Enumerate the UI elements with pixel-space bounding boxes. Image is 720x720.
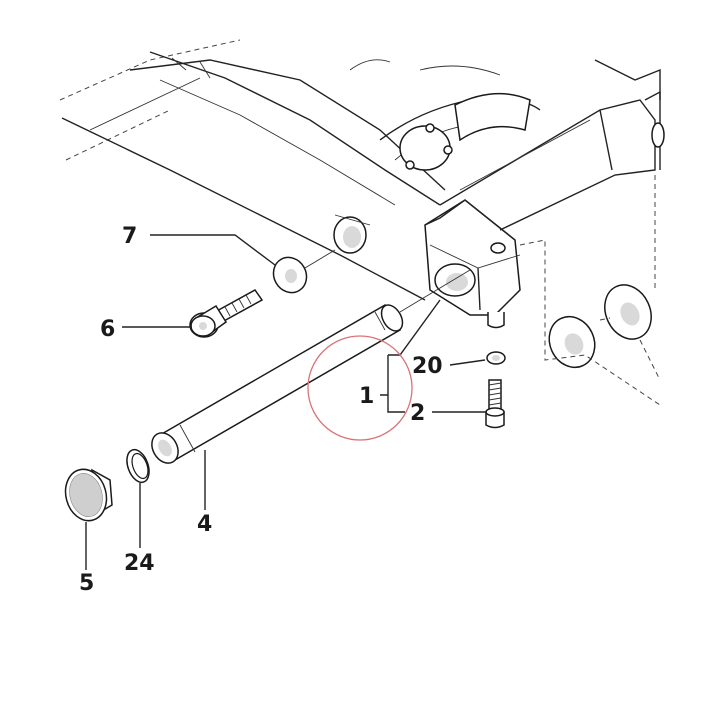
assembly-axis-right-2 bbox=[599, 317, 611, 321]
leader-7 bbox=[150, 234, 276, 266]
washer-7 bbox=[272, 256, 308, 294]
assembly-axis-right bbox=[519, 239, 661, 406]
assembly-axis-right-3 bbox=[639, 339, 661, 381]
callout-4: 4 bbox=[197, 512, 212, 537]
washer-20 bbox=[486, 351, 506, 365]
bolt-6 bbox=[189, 289, 264, 338]
callout-24: 24 bbox=[124, 551, 155, 576]
leader-lines bbox=[85, 234, 487, 570]
highlight-circle bbox=[307, 335, 413, 441]
leader-20 bbox=[449, 359, 486, 366]
callout-20: 20 bbox=[412, 354, 443, 379]
cross-tube-structure bbox=[349, 59, 665, 290]
axle-4 bbox=[151, 303, 404, 464]
callout-1: 1 bbox=[359, 384, 374, 409]
washer-7-axis bbox=[304, 249, 336, 269]
circlip-24 bbox=[126, 448, 150, 484]
callout-2: 2 bbox=[410, 401, 425, 426]
callout-7: 7 bbox=[122, 224, 137, 249]
washer-right-small bbox=[548, 315, 596, 369]
screw-2 bbox=[485, 379, 505, 429]
washer-right-large bbox=[604, 284, 652, 340]
callout-5: 5 bbox=[79, 571, 94, 596]
callout-6: 6 bbox=[100, 317, 115, 342]
cap-5 bbox=[64, 468, 113, 522]
swing-arm-body bbox=[59, 39, 521, 329]
axle-axis bbox=[399, 269, 471, 313]
